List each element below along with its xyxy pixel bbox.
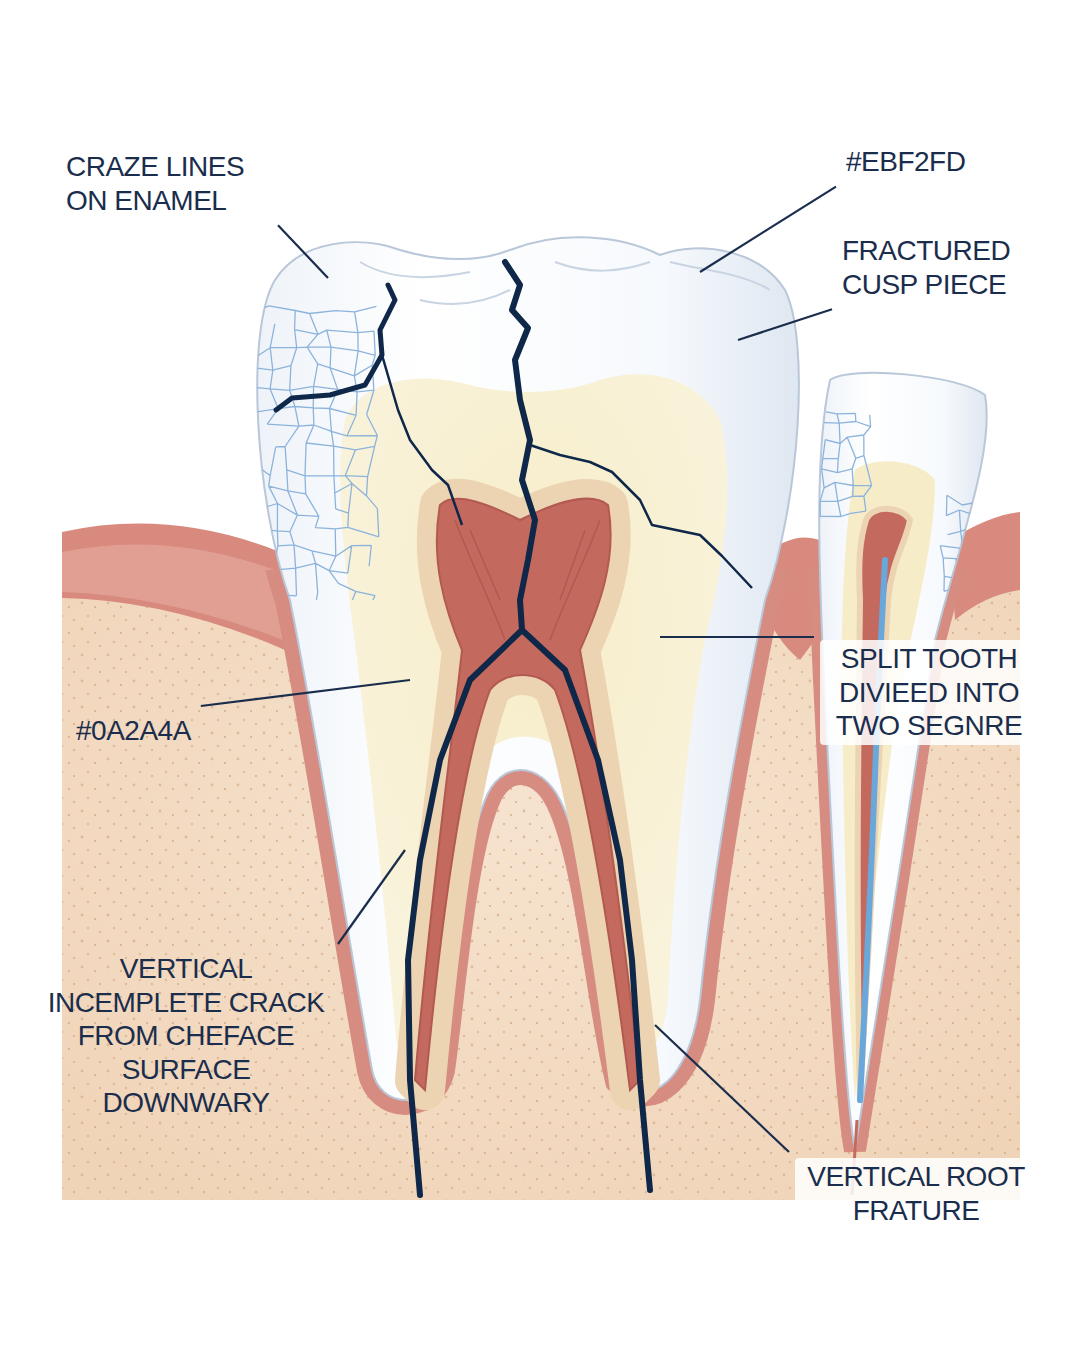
craze-lines [245, 306, 379, 637]
leader-line [338, 850, 405, 944]
callout-label: #EBF2FD [842, 143, 969, 181]
periodontal-ligament [257, 570, 799, 1100]
crack-branch [382, 355, 462, 525]
leader-line [655, 1025, 789, 1152]
callout-label: #0A2A4A [72, 712, 195, 750]
callout-label: CRAZE LINES ON ENAMEL [62, 148, 272, 219]
craze-line [245, 306, 379, 637]
callout-label: VERTICAL ROOT FRATURE [795, 1158, 1037, 1229]
leader-line [660, 636, 814, 638]
dentin [340, 374, 727, 1058]
vertical-crack [408, 262, 650, 1195]
leader-line [278, 225, 328, 278]
leader-line [738, 309, 832, 340]
incisor-pulp [858, 509, 910, 1100]
gum-shade [62, 544, 283, 640]
craze-lines [820, 412, 995, 594]
craze-line [940, 495, 995, 593]
crack-branch [530, 445, 752, 588]
molar-tooth [257, 237, 799, 1100]
callout-label: FRACTURED CUSP PIECE [838, 232, 1048, 303]
leader-line [700, 187, 836, 272]
craze-line [820, 412, 872, 517]
incisor-dentin [842, 461, 935, 1100]
leader-line [201, 680, 410, 706]
callout-label: SPLIT TOOTH DIVIEED INTO TWO SEGNRE [820, 640, 1038, 745]
cusp-crack [276, 285, 395, 410]
gum [62, 524, 285, 650]
callout-label: VERTICAL INCEMPLETE CRACK FROM CHEFACE S… [40, 950, 332, 1122]
pulp-texture [455, 520, 600, 640]
incisor-tooth [819, 373, 987, 1150]
occlusal-groove [360, 262, 770, 304]
